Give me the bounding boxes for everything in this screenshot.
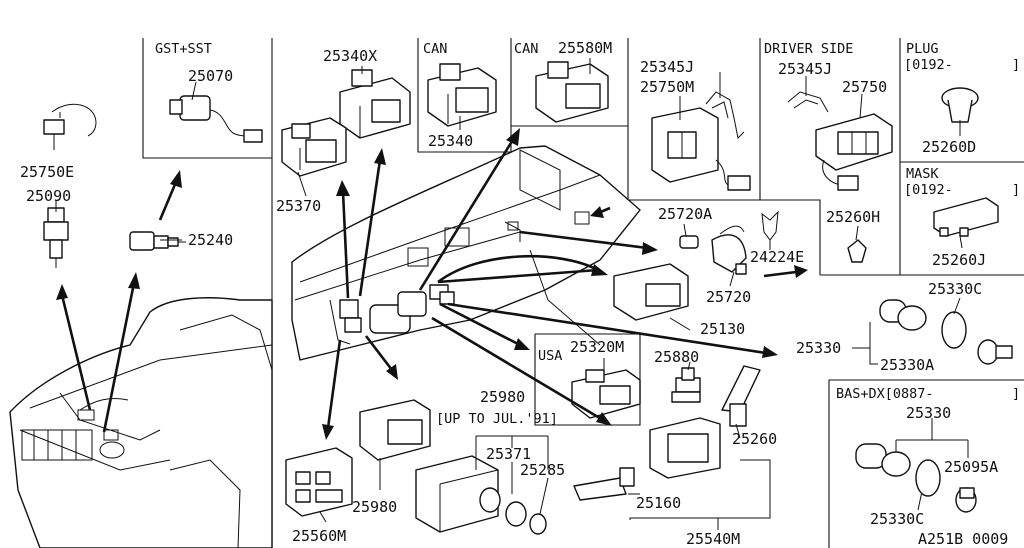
section-plug-bracket: ] [1012, 57, 1020, 73]
label-25880: 25880 [654, 348, 699, 366]
label-25340: 25340 [428, 132, 473, 150]
switch-25340 [427, 63, 497, 127]
label-25260: 25260 [732, 430, 777, 448]
clip-24224e [761, 210, 779, 241]
switch-25130 [613, 263, 689, 321]
section-mask-date: [0192- [904, 182, 953, 198]
label-25750: 25750 [842, 78, 887, 96]
label-25330-a: 25330 [796, 339, 841, 357]
switch-25980 [359, 399, 431, 461]
lighter-25330 [879, 299, 1013, 365]
section-up-to-jul-91: [UP TO JUL.'91] [436, 411, 558, 427]
socket-25720 [679, 225, 747, 275]
switch-25750m [651, 91, 751, 191]
label-25330a: 25330A [880, 356, 934, 374]
leader-lines [55, 58, 969, 530]
switch-25580m [535, 61, 609, 123]
label-25285: 25285 [520, 461, 565, 479]
section-mask: MASK [906, 166, 939, 182]
switch-25560m [285, 447, 353, 517]
label-25070: 25070 [188, 67, 233, 85]
label-25750e: 25750E [20, 163, 74, 181]
arrows [56, 128, 808, 440]
sensor-25240 [129, 231, 186, 251]
switch-25320m [571, 369, 641, 419]
bracket-25880 [671, 367, 701, 403]
label-25260j: 25260J [932, 251, 986, 269]
label-25720a: 25720A [658, 205, 712, 223]
plug-25260d [941, 87, 979, 123]
label-25130: 25130 [700, 320, 745, 338]
label-25345j-a: 25345J [640, 58, 694, 76]
part-labels: 25750E 25090 25070 25240 25340X 25370 25… [20, 39, 1008, 548]
section-gst-sst: GST+SST [155, 41, 212, 57]
mask-25260j [933, 197, 999, 237]
switch-25370 [281, 117, 347, 177]
diagram-code: A251B 0009 [918, 530, 1008, 548]
label-25371: 25371 [486, 445, 531, 463]
relay-25371 [415, 455, 547, 535]
label-25340x: 25340X [323, 47, 377, 65]
section-plug: PLUG [906, 41, 939, 57]
label-25330c-a: 25330C [928, 280, 982, 298]
section-bas-dx-bracket: ] [1012, 386, 1020, 402]
section-can-right: CAN [514, 41, 538, 57]
label-25330-b: 25330 [906, 404, 951, 422]
truck-illustration [9, 297, 273, 548]
section-can-left: CAN [423, 41, 447, 57]
label-25260d: 25260D [922, 138, 976, 156]
section-usa: USA [538, 348, 562, 364]
label-25750m: 25750M [640, 78, 694, 96]
switch-25340x [339, 69, 411, 139]
sensor-25070 [169, 95, 263, 143]
label-24224e: 24224E [750, 248, 804, 266]
label-25330c-b: 25330C [870, 510, 924, 528]
label-25980: 25980 [352, 498, 397, 516]
label-25240: 25240 [188, 231, 233, 249]
section-mask-bracket: ] [1012, 182, 1020, 198]
section-bas-dx: BAS+DX[0887- [836, 386, 934, 402]
label-25320m: 25320M [570, 338, 624, 356]
label-25540m: 25540M [686, 530, 740, 548]
switch-25750 [787, 91, 893, 191]
section-driver-side: DRIVER SIDE [764, 41, 853, 57]
switch-25540m [573, 365, 761, 501]
label-25345j-b: 25345J [778, 60, 832, 78]
sensor-25090 [43, 103, 97, 268]
bulb-25260h [847, 239, 867, 263]
label-25160: 25160 [636, 494, 681, 512]
label-25580m: 25580M [558, 39, 612, 57]
label-25370: 25370 [276, 197, 321, 215]
label-25560m: 25560M [292, 527, 346, 545]
label-25720: 25720 [706, 288, 751, 306]
label-25095a: 25095A [944, 458, 998, 476]
label-25090: 25090 [26, 187, 71, 205]
dashboard-illustration [291, 145, 641, 361]
lighter-25330-basdx [855, 443, 977, 513]
label-25260h: 25260H [826, 208, 880, 226]
label-25980-top: 25980 [480, 388, 525, 406]
section-plug-date: [0192- [904, 57, 953, 73]
